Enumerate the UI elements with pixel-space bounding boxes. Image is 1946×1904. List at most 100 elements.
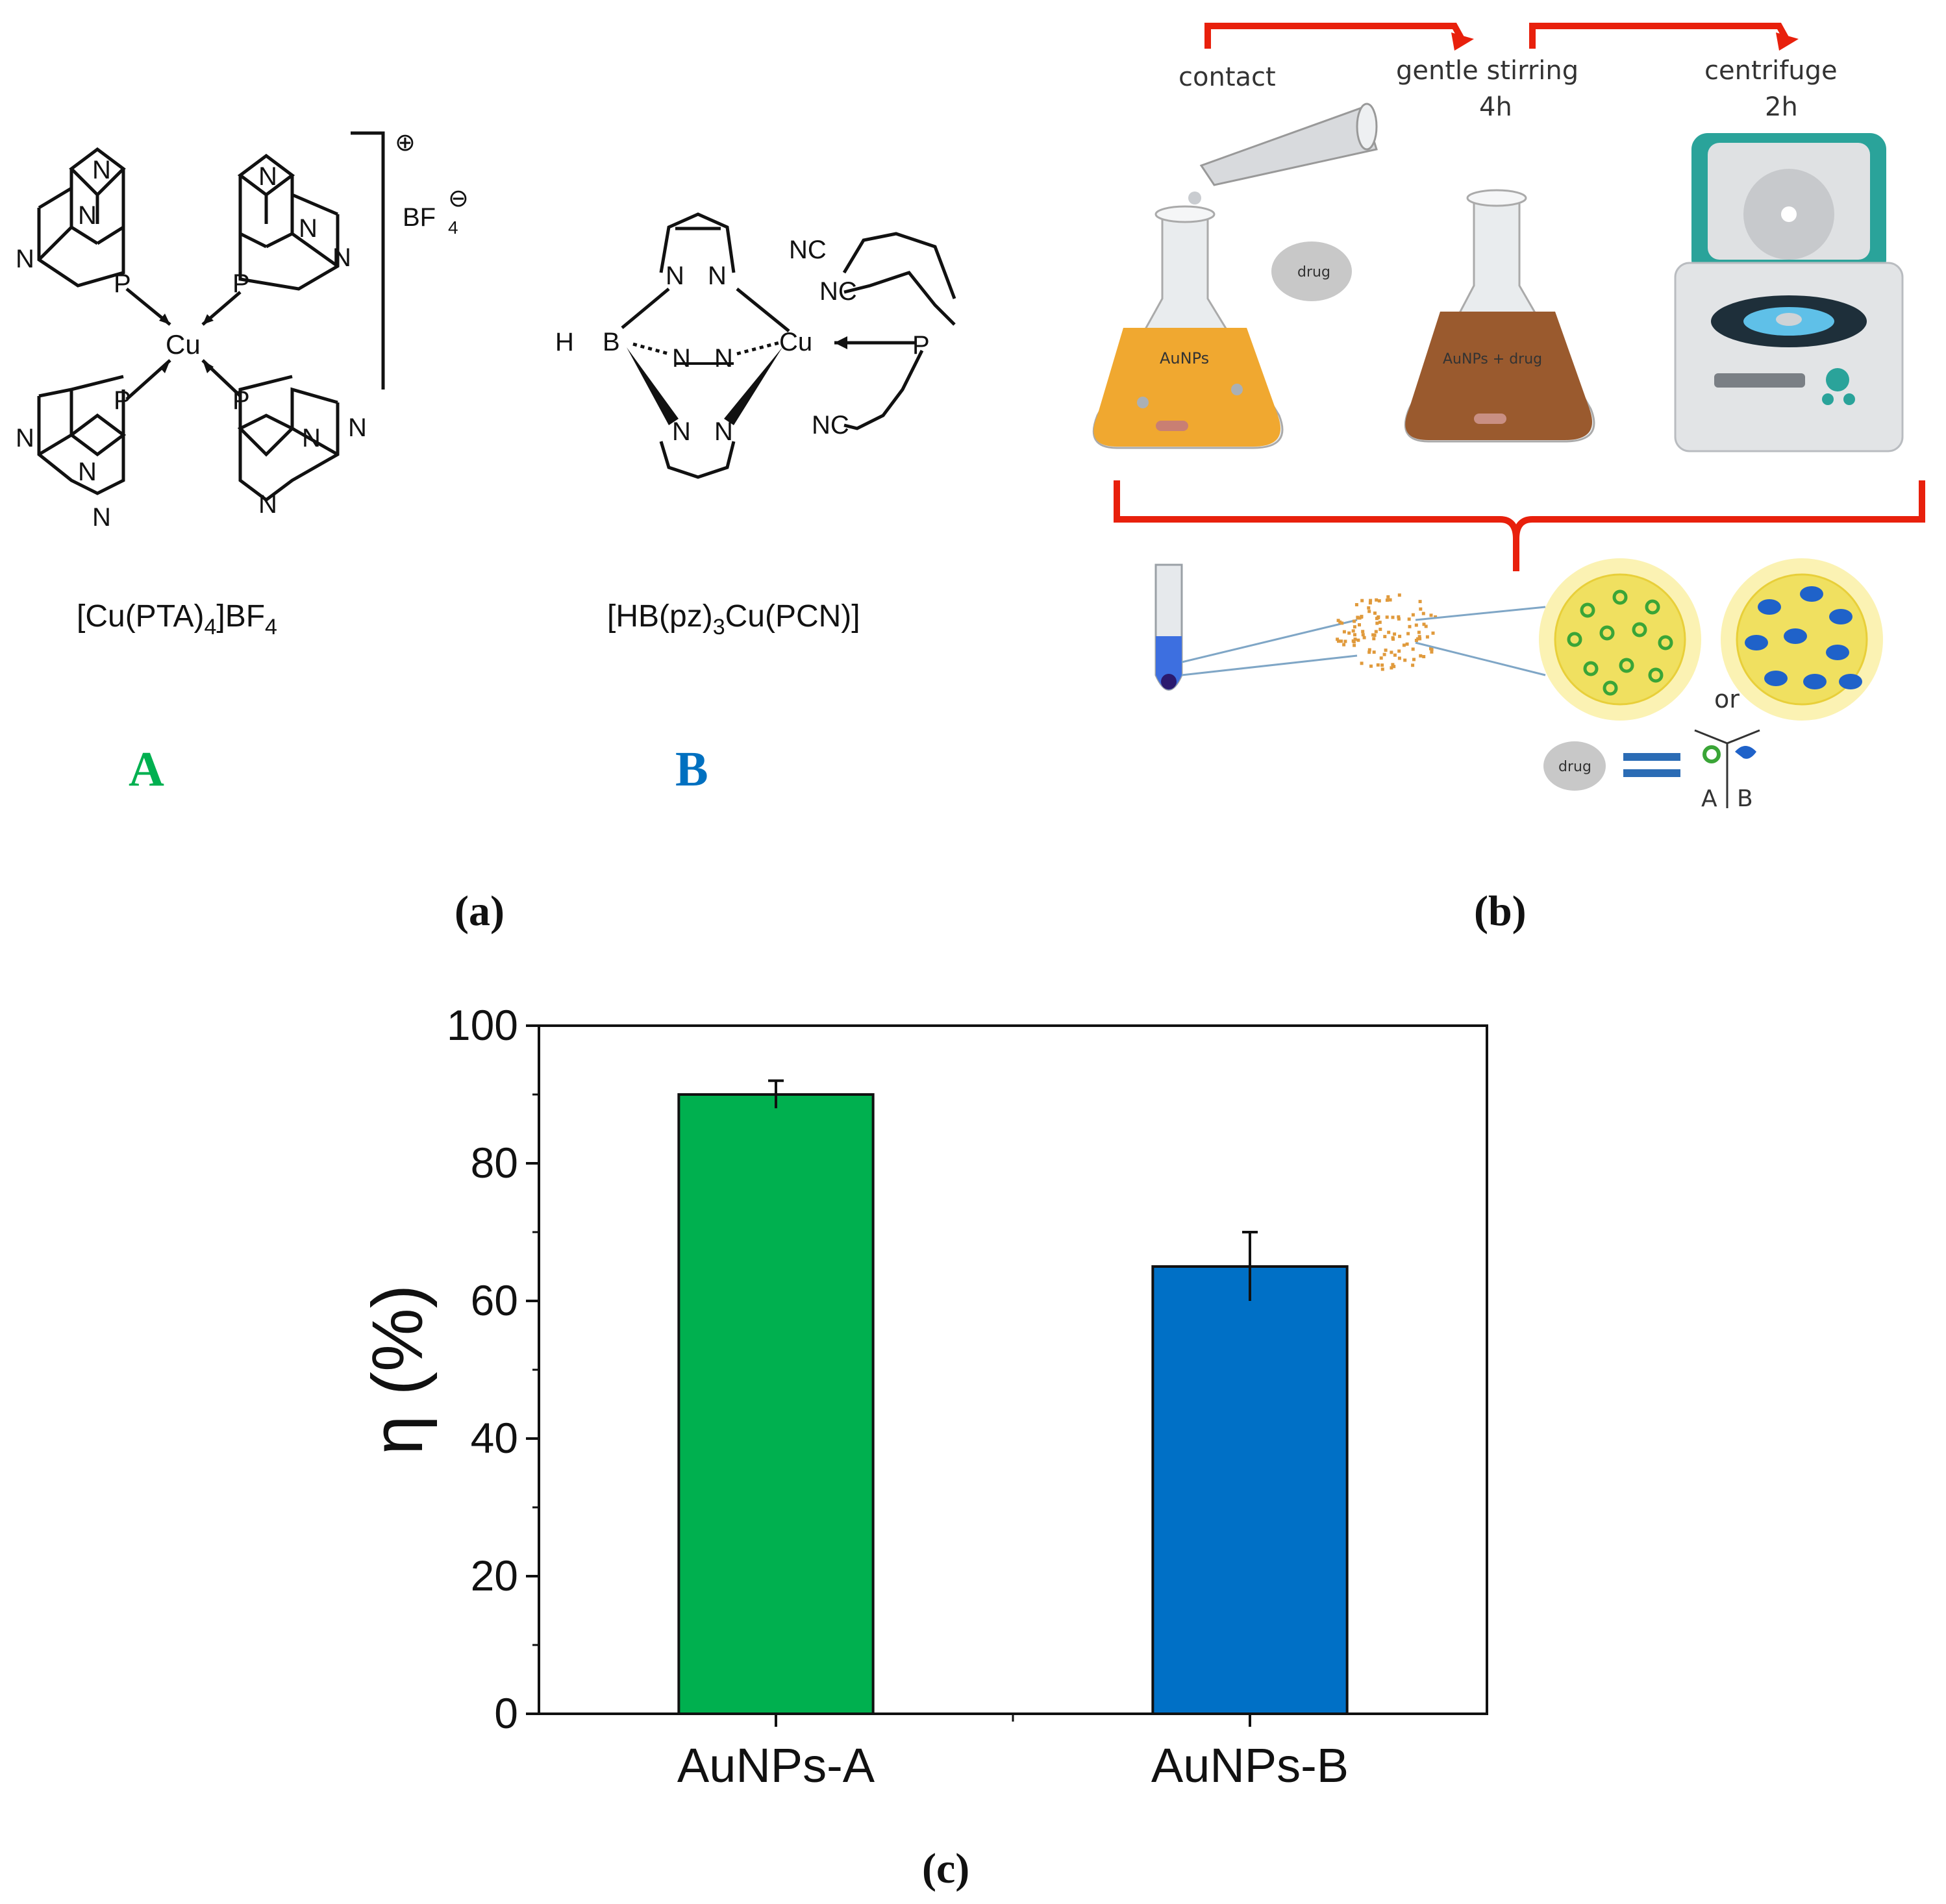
panel-a-label: (a) <box>455 887 505 935</box>
complex-b-wedges <box>627 336 847 425</box>
particle <box>1367 650 1371 654</box>
y-tick-label: 0 <box>494 1689 518 1737</box>
particle <box>1372 637 1376 641</box>
drug-b-molecule <box>1826 645 1849 660</box>
particle <box>1342 630 1346 634</box>
particle <box>1378 627 1382 631</box>
test-tube-icon <box>1154 563 1358 691</box>
flask-aunps-label: AuNPs <box>1160 349 1209 367</box>
particle <box>1430 650 1434 654</box>
drug-b-molecule <box>1764 671 1788 686</box>
particle <box>1383 635 1387 639</box>
particle <box>1419 607 1423 611</box>
particle <box>1377 599 1381 603</box>
drug-b-molecule <box>1800 586 1823 602</box>
minus-charge: ⊖ <box>448 185 469 212</box>
drug-a-molecule <box>1648 667 1664 683</box>
atom-n: N <box>302 424 321 452</box>
complex-b-atoms: N N H B N N Cu P N N NC NC NC <box>555 236 930 446</box>
legend <box>1543 729 1760 808</box>
particle <box>1406 632 1410 636</box>
particle <box>1336 619 1340 623</box>
drug-a-molecule <box>1632 622 1647 637</box>
particle <box>1352 640 1356 643</box>
nc-group: NC <box>789 236 827 264</box>
particle <box>1398 634 1402 638</box>
legend-a-icon <box>1703 745 1721 763</box>
atom-n: N <box>78 458 97 486</box>
atom-n: N <box>258 162 277 191</box>
particle <box>1373 612 1377 615</box>
y-tick-label: 100 <box>447 1001 518 1049</box>
particle <box>1417 635 1421 639</box>
legend-b-icon <box>1735 746 1756 759</box>
step-contact: contact <box>1179 62 1276 92</box>
particle <box>1391 615 1395 619</box>
particle <box>1361 630 1365 634</box>
particle <box>1385 599 1389 602</box>
particle <box>1391 663 1395 667</box>
y-tick-label: 40 <box>471 1414 518 1462</box>
particle <box>1361 633 1365 637</box>
step-stirring-time: 4h <box>1479 92 1512 122</box>
drug-b-molecule <box>1803 674 1827 689</box>
drug-disk-icon <box>1271 241 1352 301</box>
particle <box>1429 647 1433 650</box>
bars <box>677 1079 1349 1715</box>
particle <box>1356 615 1360 619</box>
particle <box>1367 610 1371 613</box>
panel-c-label: (c) <box>922 1845 969 1892</box>
flask-aunps-drug-icon <box>1404 189 1595 443</box>
particle <box>1379 656 1383 660</box>
atom-p: P <box>114 386 131 415</box>
atom-n: N <box>299 214 318 243</box>
particle <box>1418 637 1422 641</box>
particle <box>1338 620 1342 624</box>
particle <box>1360 599 1364 602</box>
step-centrifuge: centrifuge <box>1704 56 1838 86</box>
panel-b: contact gentle stirring 4h centrifuge 2h… <box>1092 23 1925 935</box>
particle <box>1431 631 1435 635</box>
particle <box>1376 663 1380 667</box>
drug-a-molecule <box>1645 599 1660 615</box>
particle <box>1411 647 1415 651</box>
particle <box>1411 613 1415 617</box>
particle <box>1416 637 1420 641</box>
panel-b-label: (b) <box>1474 887 1527 935</box>
drug-b-molecule <box>1829 609 1852 624</box>
drug-a-molecule <box>1580 602 1595 618</box>
drug-a-molecule <box>1619 658 1634 673</box>
drug-disk-label: drug <box>1297 264 1330 280</box>
step-centrifuge-time: 2h <box>1765 92 1798 122</box>
step-arrows <box>1204 23 1789 49</box>
particle <box>1353 619 1356 623</box>
particle <box>1429 613 1433 617</box>
nc-group: NC <box>819 277 857 306</box>
particle <box>1390 666 1393 670</box>
drug-a-molecule <box>1599 625 1615 641</box>
drug-b-molecule <box>1758 599 1781 615</box>
complex-a-formula: [Cu(PTA)4]BF4 <box>77 599 277 639</box>
drug-b-molecule <box>1839 674 1862 689</box>
atom-n: N <box>78 201 97 230</box>
particle <box>1353 637 1357 641</box>
atom-p: P <box>232 386 250 415</box>
particle-cloud <box>1336 593 1438 671</box>
particle <box>1390 650 1393 654</box>
complex-b-structure <box>621 212 956 479</box>
particle <box>1380 667 1384 671</box>
drug-a-molecule <box>1583 661 1599 676</box>
pouring-flask-icon <box>1188 103 1378 204</box>
particle <box>1402 643 1406 647</box>
p-atom: P <box>912 331 930 360</box>
particle <box>1342 643 1346 647</box>
complex-a-letter: A <box>129 742 164 797</box>
particle <box>1397 593 1401 597</box>
particle <box>1393 632 1397 636</box>
particle <box>1337 639 1340 643</box>
legend-b-label: B <box>1737 785 1753 812</box>
y-tick-label: 80 <box>471 1139 518 1187</box>
particle <box>1358 623 1361 626</box>
